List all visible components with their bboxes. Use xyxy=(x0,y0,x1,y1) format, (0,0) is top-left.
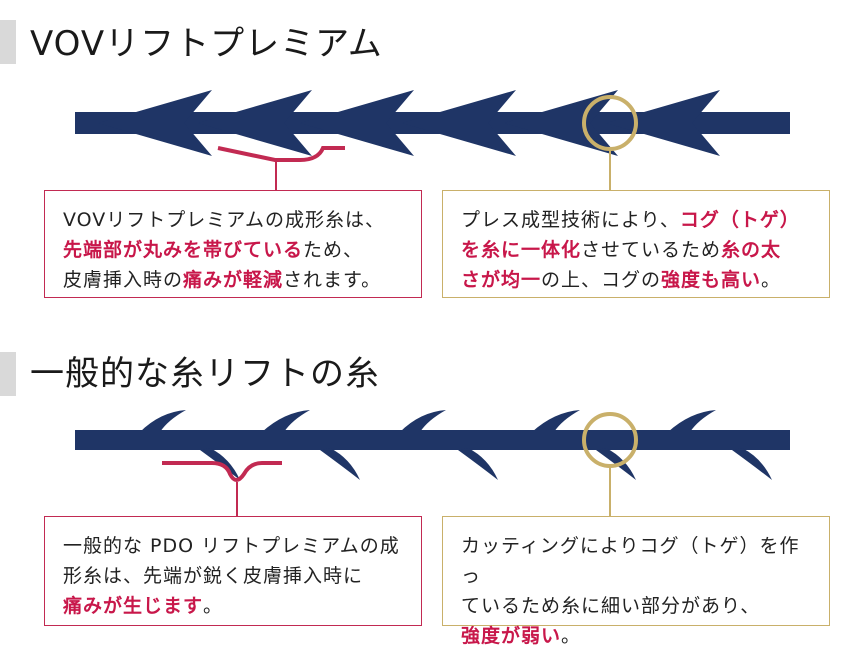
vov-cog xyxy=(300,90,414,156)
generic-cog xyxy=(458,448,498,480)
generic-cogs-lower xyxy=(200,448,772,480)
highlight-text: コグ（トゲ） xyxy=(679,209,800,231)
generic-thread-shaft xyxy=(75,430,790,450)
generic-cog xyxy=(532,410,580,432)
generic-cog xyxy=(320,448,360,480)
text: 。 xyxy=(761,269,782,291)
highlight-text: 強度が弱い xyxy=(461,625,562,647)
text: 形糸は、先端が鋭く皮膚挿入時に xyxy=(63,565,364,587)
vov-cog xyxy=(198,90,312,156)
text: の上、コグの xyxy=(541,269,662,291)
highlight-text: 痛みが軽減 xyxy=(183,269,284,291)
section-marker xyxy=(0,352,16,396)
text-line: ているため糸に細い部分があり、 xyxy=(461,591,813,621)
vov-cog xyxy=(98,90,212,156)
generic-tip-marker xyxy=(162,461,282,482)
generic-tip-description-box: 一般的な PDO リフトプレミアムの成 形糸は、先端が鋭く皮膚挿入時に 痛みが生… xyxy=(44,516,422,626)
text: カッティングによりコグ（トゲ）を作っ xyxy=(461,535,800,587)
text: ため、 xyxy=(303,239,364,261)
highlight-text: 強度も高い xyxy=(661,269,762,291)
text-line: 痛みが生じます。 xyxy=(63,591,405,621)
text-line: VOVリフトプレミアムの成形糸は、 xyxy=(63,205,405,235)
highlight-text: 糸の太 xyxy=(721,239,782,261)
section-marker xyxy=(0,20,16,64)
vov-tip-marker xyxy=(217,146,345,162)
text: VOVリフトプレミアムの成形糸は、 xyxy=(63,209,385,231)
generic-cog xyxy=(668,410,716,432)
text-line: プレス成型技術により、コグ（トゲ） xyxy=(461,205,813,235)
text: 皮膚挿入時の xyxy=(63,269,184,291)
vov-tip-description-box: VOVリフトプレミアムの成形糸は、 先端部が丸みを帯びているため、 皮膚挿入時の… xyxy=(44,190,422,298)
section-title-generic: 一般的な糸リフトの糸 xyxy=(30,354,380,394)
text: されます。 xyxy=(283,269,382,291)
generic-cog xyxy=(140,410,186,432)
text-line: 形糸は、先端が鋭く皮膚挿入時に xyxy=(63,561,405,591)
vov-cog xyxy=(606,90,720,156)
text: ているため糸に細い部分があり、 xyxy=(461,595,761,617)
vov-cog-description-box: プレス成型技術により、コグ（トゲ） を糸に一体化させているため糸の太 さが均一の… xyxy=(442,190,830,298)
section-title-vov: VOVリフトプレミアム xyxy=(30,24,383,64)
text-line: を糸に一体化させているため糸の太 xyxy=(461,235,813,265)
text-line: 先端部が丸みを帯びているため、 xyxy=(63,235,405,265)
text: させているため xyxy=(581,239,722,261)
text: プレス成型技術により、 xyxy=(461,209,680,231)
generic-cog xyxy=(732,448,772,480)
generic-cog xyxy=(400,410,446,432)
generic-cog xyxy=(262,410,310,432)
highlight-text: を糸に一体化 xyxy=(461,239,582,261)
vov-cog xyxy=(402,90,516,156)
text-line: 一般的な PDO リフトプレミアムの成 xyxy=(63,531,405,561)
text-line: さが均一の上、コグの強度も高い。 xyxy=(461,265,813,295)
text: 。 xyxy=(561,625,582,647)
highlight-text: 痛みが生じます xyxy=(63,595,204,617)
highlight-text: さが均一 xyxy=(461,269,542,291)
generic-cog-description-box: カッティングによりコグ（トゲ）を作っ ているため糸に細い部分があり、 強度が弱い… xyxy=(442,516,830,647)
highlight-text: 先端部が丸みを帯びている xyxy=(63,239,304,261)
text-line: カッティングによりコグ（トゲ）を作っ xyxy=(461,531,813,591)
generic-cogs-upper xyxy=(140,410,716,432)
generic-thread-illustration xyxy=(75,410,790,516)
text-line: 強度が弱い。 xyxy=(461,621,813,651)
text: 。 xyxy=(203,595,224,617)
text-line: 皮膚挿入時の痛みが軽減されます。 xyxy=(63,265,405,295)
text: 一般的な PDO リフトプレミアムの成 xyxy=(63,535,400,557)
vov-thread-illustration xyxy=(75,90,790,190)
